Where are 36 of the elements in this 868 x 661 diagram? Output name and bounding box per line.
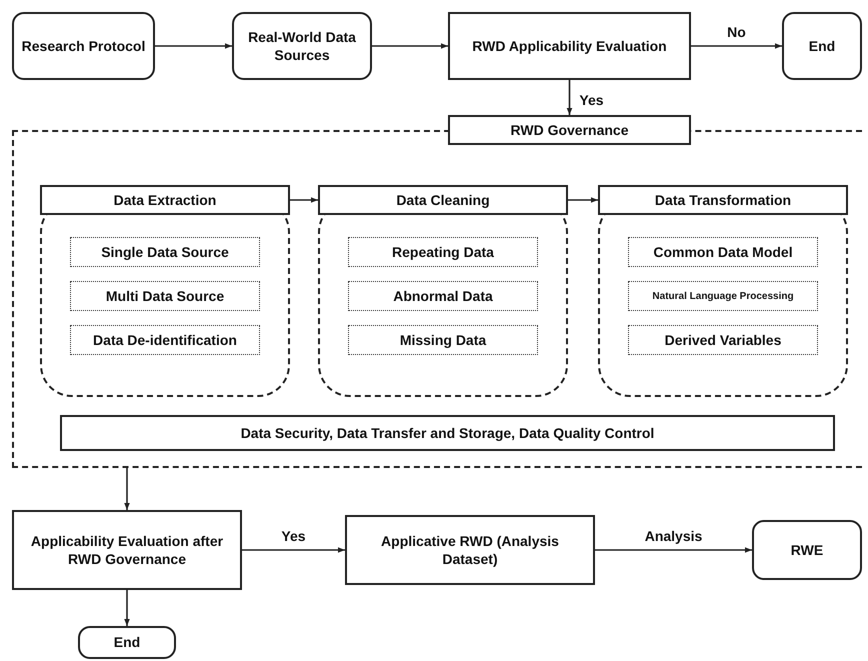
terminal-box: Real-World Data Sources bbox=[232, 12, 372, 80]
arrow bbox=[155, 43, 232, 49]
arrow bbox=[290, 197, 318, 203]
dotted-box: Abnormal Data bbox=[348, 281, 538, 311]
section-heading: Data Extraction bbox=[40, 185, 290, 215]
dotted-box: Multi Data Source bbox=[70, 281, 260, 311]
dotted-box: Single Data Source bbox=[70, 237, 260, 267]
dotted-box: Natural Language Processing bbox=[628, 281, 818, 311]
dotted-box: Repeating Data bbox=[348, 237, 538, 267]
arrow bbox=[568, 197, 598, 203]
arrow bbox=[691, 43, 782, 49]
arrow bbox=[595, 547, 752, 553]
process-box: Applicability Evaluation after RWD Governance bbox=[12, 510, 242, 590]
process-box: Applicative RWD (Analysis Dataset) bbox=[345, 515, 595, 585]
dashed-group bbox=[318, 185, 568, 397]
terminal-box: End bbox=[782, 12, 862, 80]
terminal-box: End bbox=[78, 626, 176, 659]
dashed-region bbox=[12, 115, 862, 468]
dotted-box: Common Data Model bbox=[628, 237, 818, 267]
arrow bbox=[124, 590, 130, 626]
arrow bbox=[372, 43, 448, 49]
section-heading: RWD Governance bbox=[448, 115, 691, 145]
terminal-box: Research Protocol bbox=[12, 12, 155, 80]
section-heading: Data Transformation bbox=[598, 185, 848, 215]
section-heading: Data Cleaning bbox=[318, 185, 568, 215]
terminal-box: RWE bbox=[752, 520, 862, 580]
process-box: Data Security, Data Transfer and Storage, Data Quality Control bbox=[60, 415, 835, 451]
dotted-box: Data De-identification bbox=[70, 325, 260, 355]
dashed-group bbox=[40, 185, 290, 397]
dashed-group bbox=[598, 185, 848, 397]
arrow bbox=[566, 80, 572, 115]
process-box: RWD Applicability Evaluation bbox=[448, 12, 691, 80]
arrow bbox=[242, 547, 345, 553]
dotted-box: Derived Variables bbox=[628, 325, 818, 355]
dotted-box: Missing Data bbox=[348, 325, 538, 355]
arrow bbox=[124, 468, 130, 510]
